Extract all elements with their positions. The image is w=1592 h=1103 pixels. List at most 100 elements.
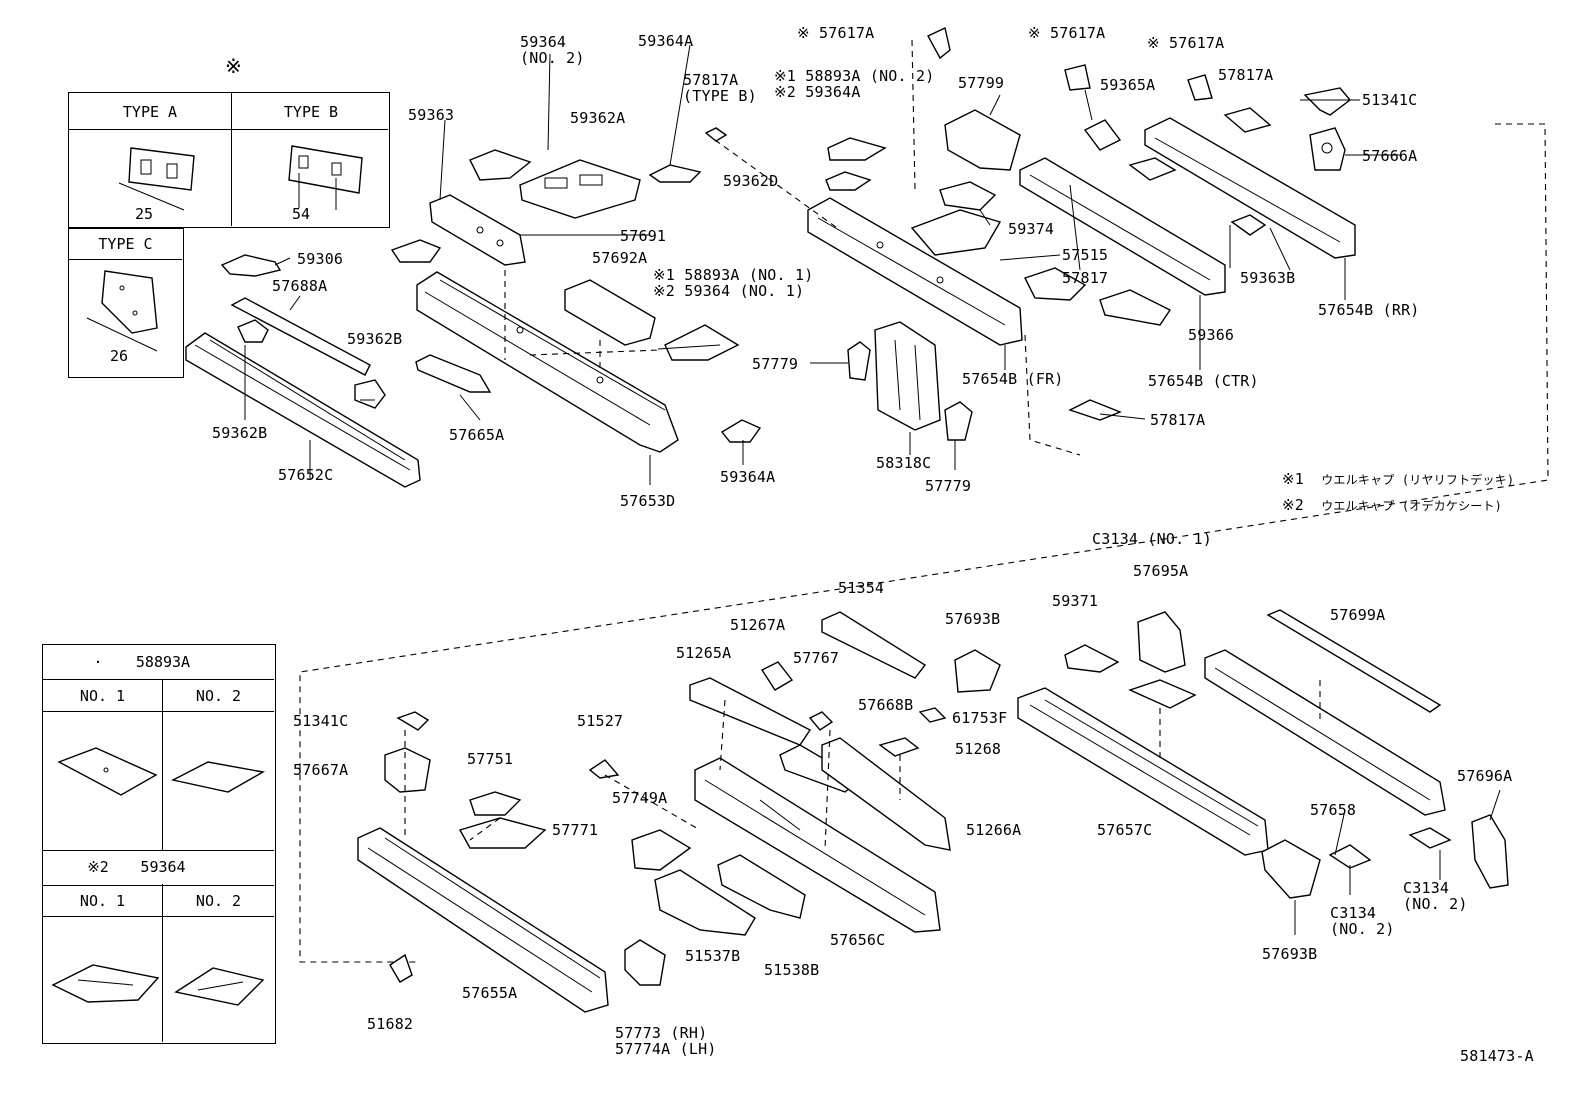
part-57779-left[interactable] <box>847 341 871 381</box>
part-59363b[interactable] <box>1230 214 1267 236</box>
label-57779-right[interactable]: 57779 <box>925 477 972 495</box>
label-61753f[interactable]: 61753F <box>952 709 1008 727</box>
part-c3134-no2-right[interactable] <box>1408 827 1452 849</box>
label-c3134-no2-right[interactable]: C3134 (NO. 2) <box>1403 879 1468 913</box>
label-c3134-no1[interactable]: C3134 (NO. 1) <box>1092 530 1212 548</box>
part-c3134-no2-left[interactable] <box>1328 844 1372 869</box>
part-57654b-fr[interactable] <box>807 197 1023 346</box>
label-57691[interactable]: 57691 <box>620 227 667 245</box>
part-57617a-left[interactable] <box>927 26 951 60</box>
part-57779-right[interactable] <box>944 401 973 441</box>
part-59364a-lower[interactable] <box>720 419 762 443</box>
label-57688a[interactable]: 57688A <box>272 277 328 295</box>
label-59362d[interactable]: 59362D <box>723 172 779 190</box>
label-57693b-lower[interactable]: 57693B <box>1262 945 1318 963</box>
part-59306[interactable] <box>220 254 282 277</box>
label-57658[interactable]: 57658 <box>1310 801 1357 819</box>
label-51682[interactable]: 51682 <box>367 1015 414 1033</box>
label-57699a[interactable]: 57699A <box>1330 606 1386 624</box>
label-59371[interactable]: 59371 <box>1052 592 1099 610</box>
label-59366[interactable]: 59366 <box>1188 326 1235 344</box>
label-51354[interactable]: 51354 <box>838 579 885 597</box>
part-57658[interactable] <box>1204 649 1446 816</box>
label-57656c[interactable]: 57656C <box>830 931 886 949</box>
label-58893a-no2-59364a[interactable]: ※1 58893A (NO. 2) ※2 59364A <box>774 67 935 101</box>
label-57654b-ctr[interactable]: 57654B (CTR) <box>1148 372 1259 390</box>
part-59374[interactable] <box>939 181 997 211</box>
label-57693b-upper[interactable]: 57693B <box>945 610 1001 628</box>
label-57653d[interactable]: 57653D <box>620 492 676 510</box>
label-59365a[interactable]: 59365A <box>1100 76 1156 94</box>
label-59363[interactable]: 59363 <box>408 106 455 124</box>
part-58893a-no2[interactable] <box>827 137 887 161</box>
label-59374[interactable]: 59374 <box>1008 220 1055 238</box>
label-57665a[interactable]: 57665A <box>449 426 505 444</box>
label-59364a-lower[interactable]: 59364A <box>720 468 776 486</box>
label-57773-57774a[interactable]: 57773 (RH) 57774A (LH) <box>615 1024 717 1058</box>
part-57771[interactable] <box>458 817 547 849</box>
part-57817[interactable] <box>1128 157 1177 181</box>
label-59362b-right[interactable]: 59362B <box>347 330 403 348</box>
label-57654b-rr[interactable]: 57654B (RR) <box>1318 301 1420 319</box>
part-57617a-right[interactable] <box>1187 74 1213 101</box>
part-57654b-rr[interactable] <box>1144 117 1356 259</box>
part-51341c-lower[interactable] <box>396 711 430 731</box>
part-57817a-type-b[interactable] <box>704 127 728 142</box>
part-59363-bracket[interactable] <box>390 239 442 263</box>
part-57693b-lower[interactable] <box>1261 839 1321 899</box>
part-57691[interactable] <box>429 194 526 266</box>
label-51268[interactable]: 51268 <box>955 740 1002 758</box>
label-57667a[interactable]: 57667A <box>293 761 349 779</box>
part-51267a[interactable] <box>760 661 794 691</box>
label-51265a[interactable]: 51265A <box>676 644 732 662</box>
part-59362d[interactable] <box>825 171 872 191</box>
part-57693b-upper[interactable] <box>954 649 1001 693</box>
part-59364-no1[interactable] <box>664 324 740 361</box>
label-57617a-middle[interactable]: ※ 57617A <box>1028 24 1106 42</box>
label-57668b[interactable]: 57668B <box>858 696 914 714</box>
label-57771[interactable]: 57771 <box>552 821 599 839</box>
label-57696a[interactable]: 57696A <box>1457 767 1513 785</box>
label-59364-no2[interactable]: 59364 (NO. 2) <box>520 33 585 67</box>
part-51354[interactable] <box>821 611 927 679</box>
part-57667a[interactable] <box>384 747 431 793</box>
label-51341c-upper[interactable]: 51341C <box>1362 91 1418 109</box>
label-57817a-lower[interactable]: 57817A <box>1150 411 1206 429</box>
part-57617a-middle[interactable] <box>1064 64 1091 91</box>
part-59364a-upper[interactable] <box>648 164 702 183</box>
part-57773-rh[interactable] <box>624 939 666 986</box>
label-57652c[interactable]: 57652C <box>278 466 334 484</box>
part-59362b-upper[interactable] <box>237 319 269 343</box>
part-57665a[interactable] <box>415 354 492 393</box>
part-59362a[interactable] <box>519 159 641 219</box>
part-59362b-right[interactable] <box>354 379 386 409</box>
part-61753f[interactable] <box>918 707 947 723</box>
label-57779-left[interactable]: 57779 <box>752 355 799 373</box>
part-57652c[interactable] <box>185 332 421 488</box>
part-57688a[interactable] <box>230 297 371 376</box>
label-58893a-no1-59364-no1[interactable]: ※1 58893A (NO. 1) ※2 59364 (NO. 1) <box>653 266 814 300</box>
label-57515[interactable]: 57515 <box>1062 246 1109 264</box>
label-51527[interactable]: 51527 <box>577 712 624 730</box>
label-57817[interactable]: 57817 <box>1062 269 1109 287</box>
label-51267a[interactable]: 51267A <box>730 616 786 634</box>
label-57817a-type-b[interactable]: 57817A (TYPE B) <box>683 71 757 105</box>
part-57699a[interactable] <box>1266 609 1442 713</box>
part-51537b[interactable] <box>654 869 756 936</box>
label-57695a[interactable]: 57695A <box>1133 562 1189 580</box>
label-57654b-fr[interactable]: 57654B (FR) <box>962 370 1064 388</box>
part-59366[interactable] <box>1099 289 1172 326</box>
part-59365a[interactable] <box>1083 119 1122 151</box>
part-57515[interactable] <box>910 209 1087 301</box>
label-57617a-right[interactable]: ※ 57617A <box>1147 34 1225 52</box>
part-51265a[interactable] <box>689 677 812 746</box>
part-51268[interactable] <box>878 737 920 757</box>
part-57692a[interactable] <box>564 279 656 346</box>
label-57749a[interactable]: 57749A <box>612 789 668 807</box>
part-59371[interactable] <box>1064 644 1120 673</box>
label-57692a[interactable]: 57692A <box>592 249 648 267</box>
label-59362a[interactable]: 59362A <box>570 109 626 127</box>
part-57767[interactable] <box>808 711 834 731</box>
part-51527[interactable] <box>588 759 620 779</box>
label-51266a[interactable]: 51266A <box>966 821 1022 839</box>
